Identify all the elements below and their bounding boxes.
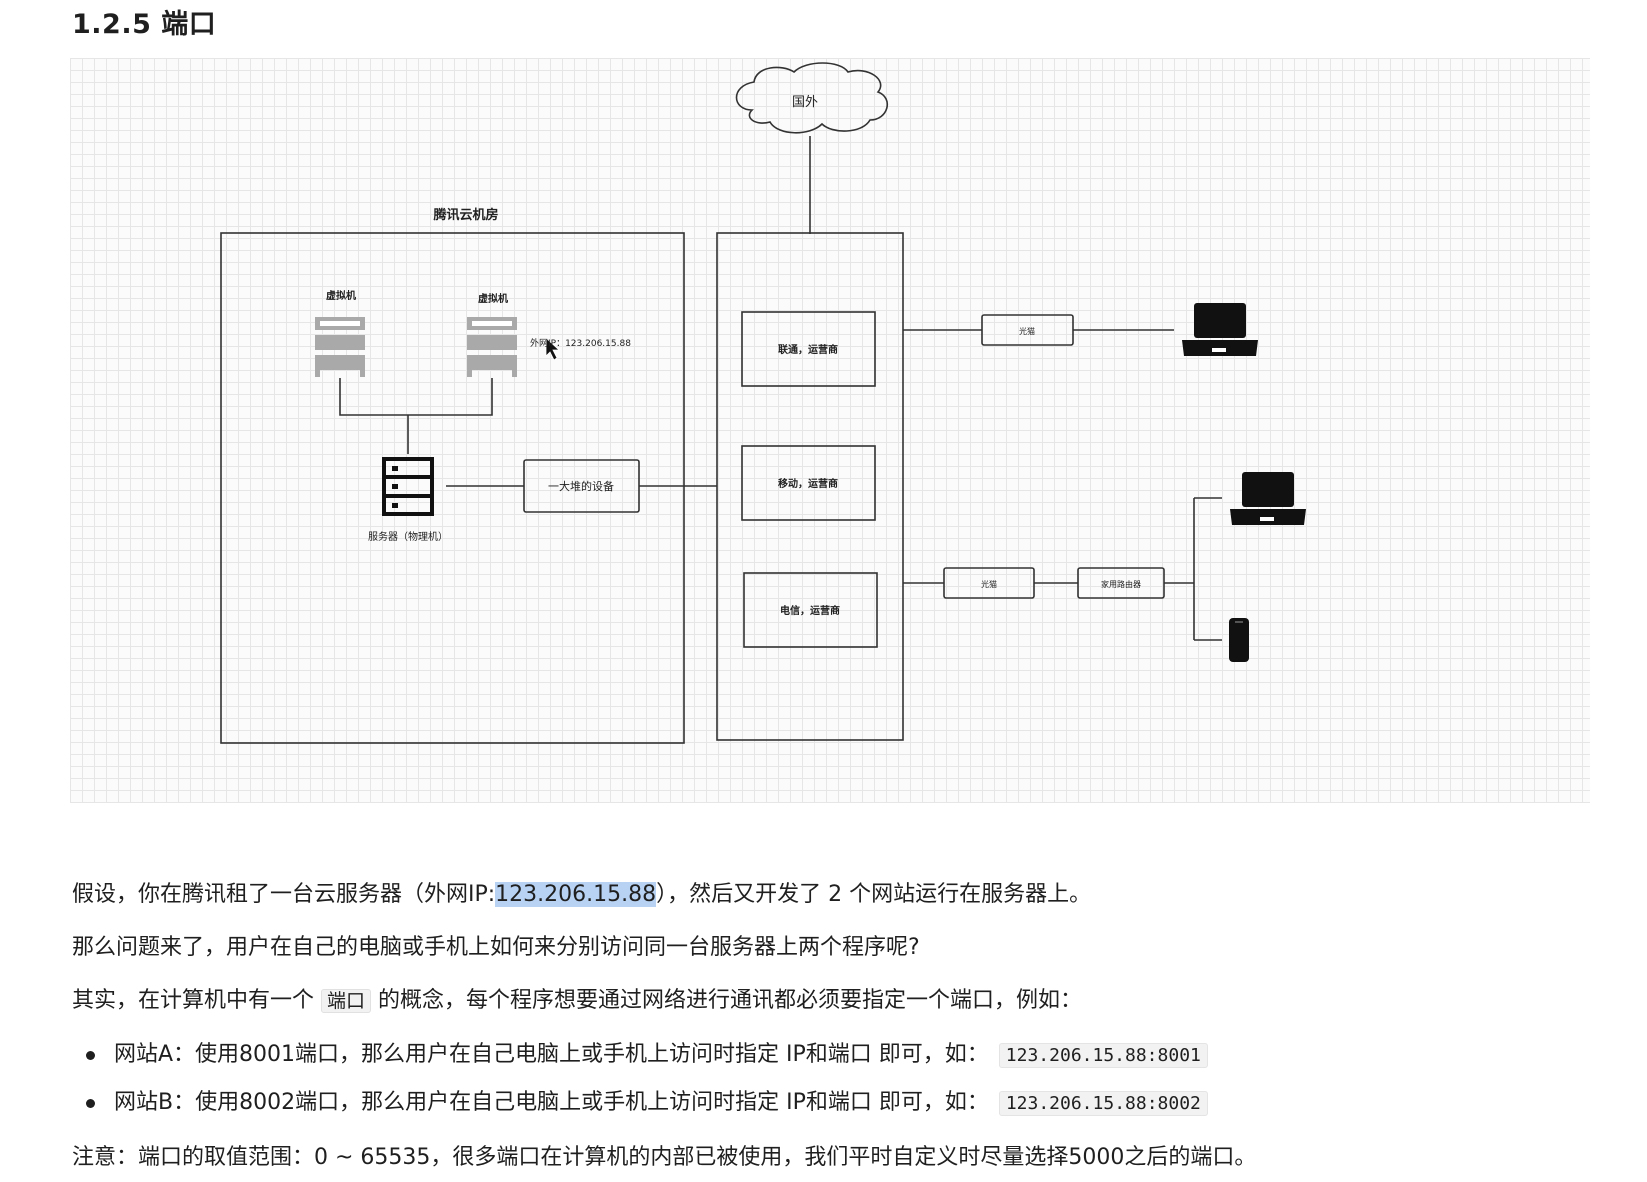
section-heading: 1.2.5 端口 [72, 9, 217, 40]
isp-mobile-box [741, 445, 876, 521]
vm-server-icon-1 [315, 317, 365, 377]
datacenter-label: 腾讯云机房 [432, 207, 498, 223]
modem-label-2: 光猫 [981, 579, 997, 589]
list-item: 网站A：使用8001端口，那么用户在自己电脑上或手机上访问时指定 IP和端口 即… [72, 1040, 1208, 1088]
devices-label: 一大堆的设备 [548, 479, 614, 493]
list-item: 网站B：使用8002端口，那么用户在自己电脑上或手机上访问时指定 IP和端口 即… [72, 1088, 1208, 1136]
cloud-label: 国外 [792, 95, 818, 110]
external-ip-label: 外网IP：123.206.15.88 [530, 337, 631, 349]
phone-icon [1229, 618, 1249, 662]
paragraph-scenario: 假设，你在腾讯租了一台云服务器（外网IP:123.206.15.88），然后又开… [72, 882, 1092, 907]
network-diagram: 国外 腾讯云机房 虚拟机 虚拟机 服务器（物理机） 一大堆的设备 联通，运营商 … [70, 58, 1590, 803]
vm-label-1: 虚拟机 [326, 289, 356, 302]
server-label: 服务器（物理机） [368, 530, 448, 543]
isp-unicom-box [741, 311, 876, 387]
address-code: 123.206.15.88:8002 [998, 1091, 1208, 1116]
website-port-list: 网站A：使用8001端口，那么用户在自己电脑上或手机上访问时指定 IP和端口 即… [72, 1040, 1208, 1136]
vm-label-2: 虚拟机 [478, 292, 508, 305]
mouse-cursor-icon [545, 337, 561, 361]
address-code: 123.206.15.88:8001 [998, 1043, 1208, 1068]
bullet-icon [86, 1051, 95, 1060]
internet-cloud [735, 62, 889, 134]
paragraph-question: 那么问题来了，用户在自己的电脑或手机上如何来分别访问同一台服务器上两个程序呢? [72, 935, 920, 960]
isp-telecom-box [743, 572, 878, 648]
paragraph-port-concept: 其实，在计算机中有一个 端口 的概念，每个程序想要通过网络进行通讯都必须要指定一… [72, 988, 1083, 1013]
network-diagram-svg: 国外 腾讯云机房 虚拟机 虚拟机 服务器（物理机） 一大堆的设备 联通，运营商 … [220, 62, 1306, 744]
isp-telecom-label: 电信，运营商 [780, 604, 840, 617]
isp-mobile-label: 移动，运营商 [778, 477, 838, 490]
physical-server-icon [382, 457, 434, 516]
bullet-icon [86, 1099, 95, 1108]
router-label: 家用路由器 [1101, 579, 1141, 589]
inline-code-port: 端口 [321, 989, 372, 1013]
modem-label-1: 光猫 [1019, 326, 1035, 336]
highlighted-ip: 123.206.15.88 [495, 882, 657, 907]
tencent-datacenter-box [220, 232, 685, 744]
paragraph-note: 注意：端口的取值范围：0 ~ 65535，很多端口在计算机的内部已被使用，我们平… [72, 1145, 1257, 1170]
isp-unicom-label: 联通，运营商 [778, 343, 838, 356]
